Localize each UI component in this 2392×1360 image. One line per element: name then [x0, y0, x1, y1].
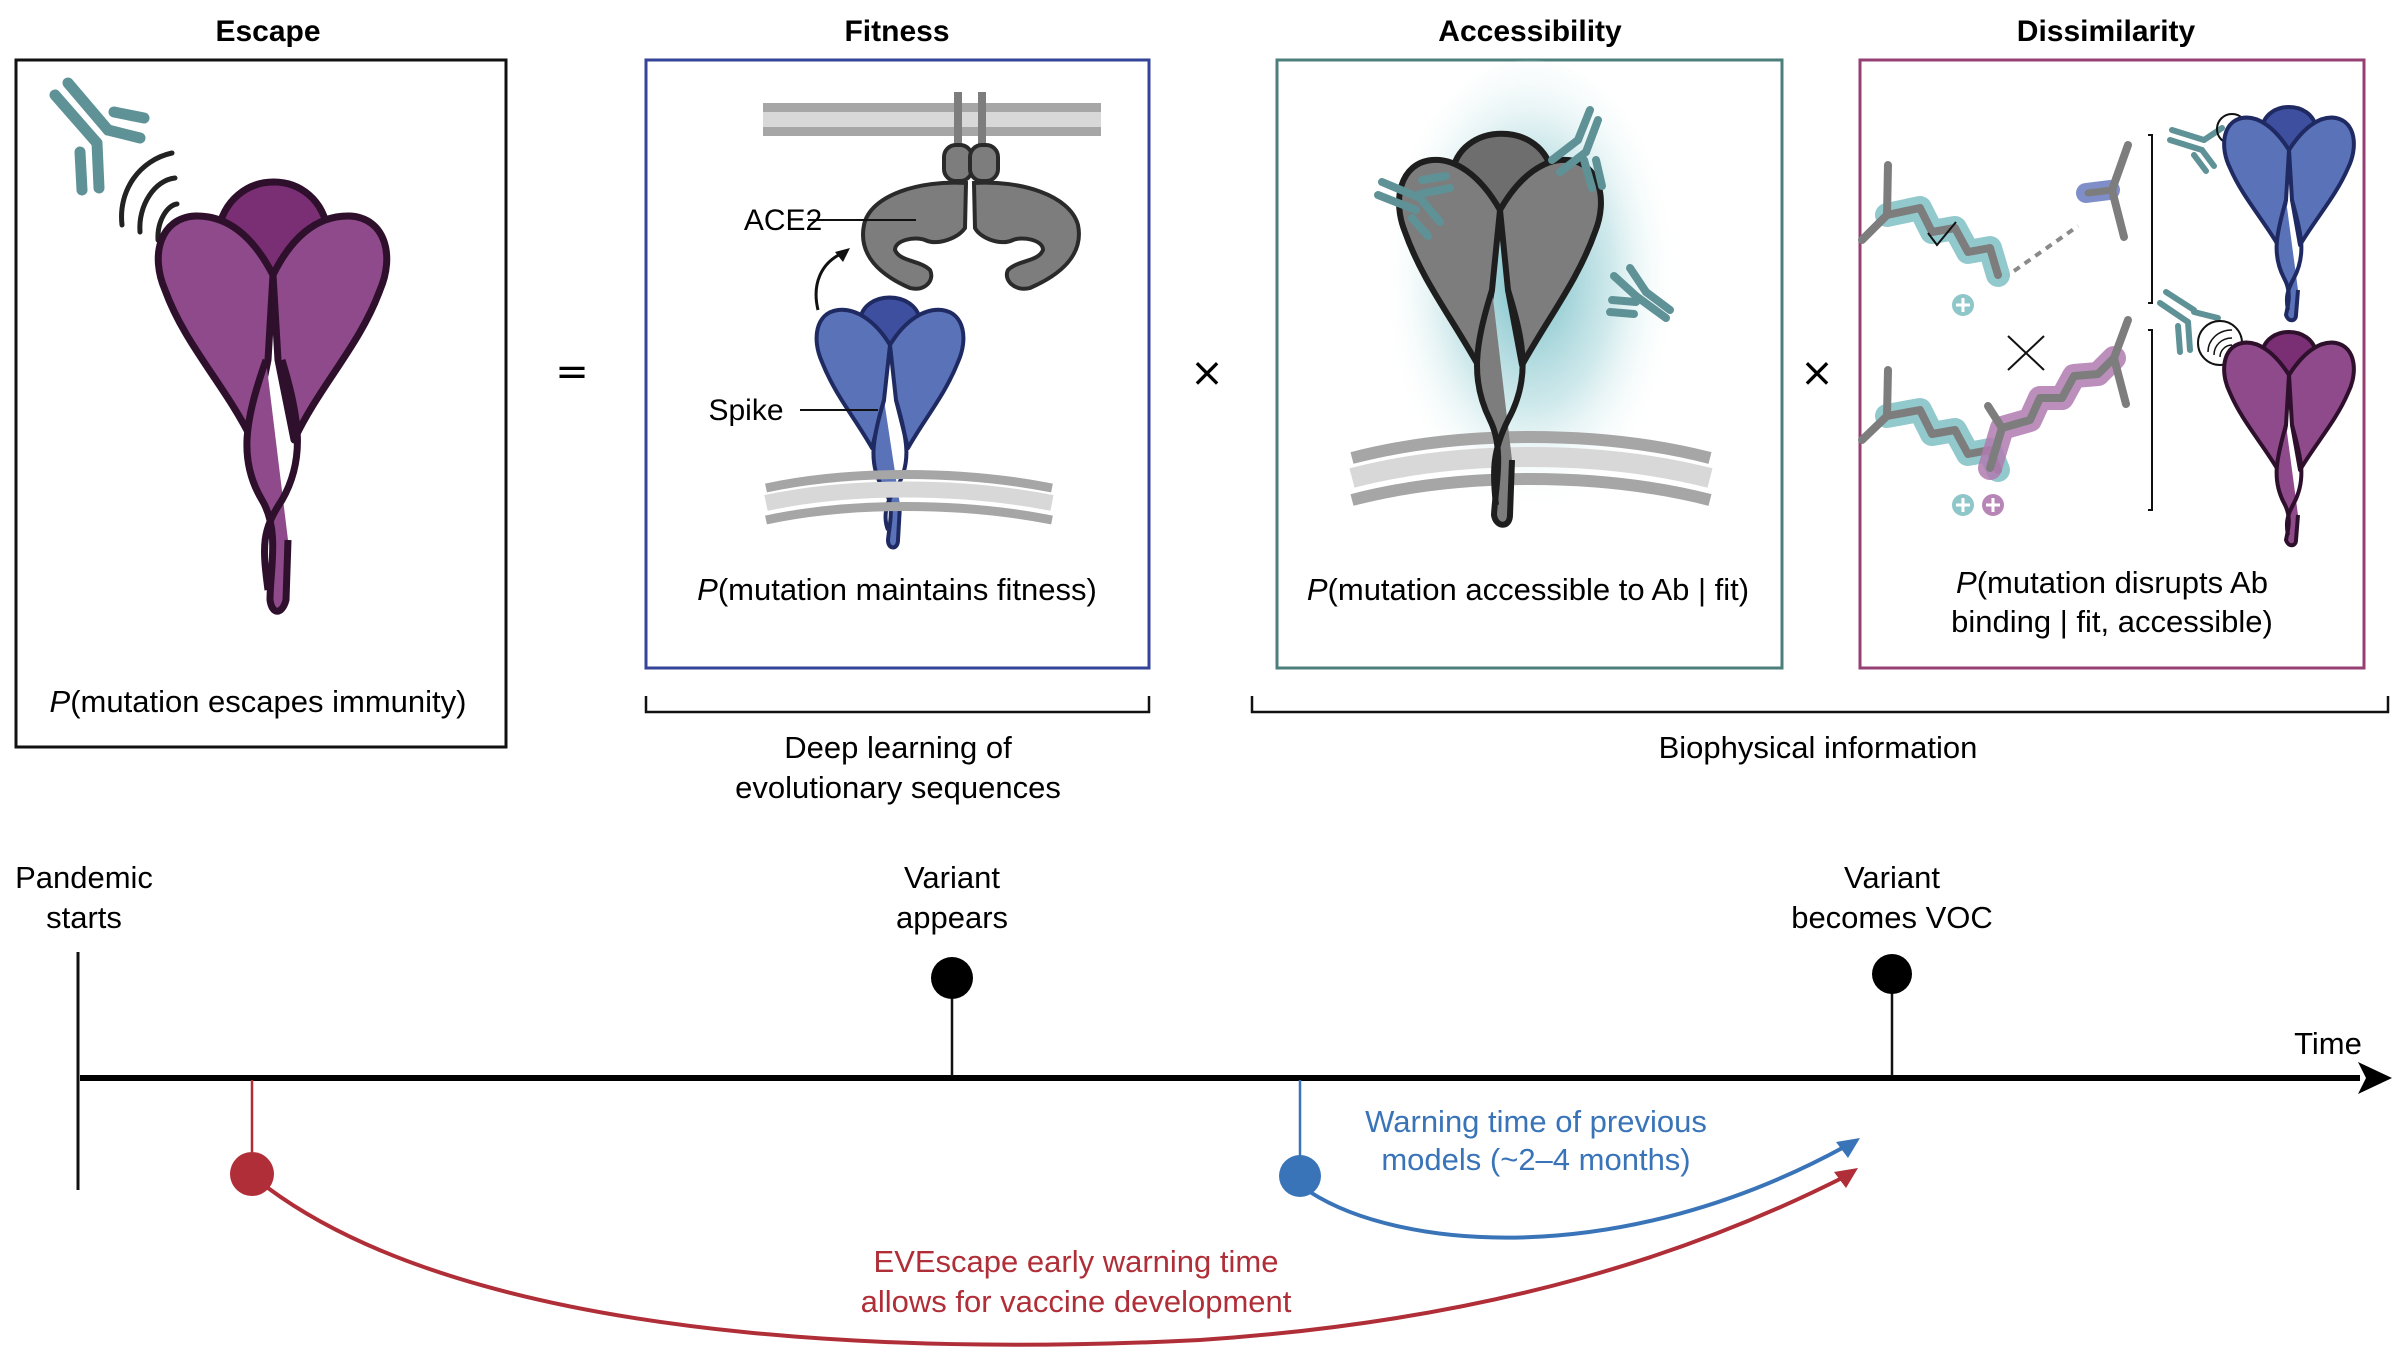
dissimilarity-caption-line1-rest: (mutation disrupts Ab [1977, 565, 2268, 600]
fitness-caption-p: P [697, 572, 718, 607]
evescape-label-line2: allows for vaccine development [861, 1284, 1292, 1319]
fitness-title: Fitness [844, 15, 949, 48]
dissimilarity-antibody-icon-bottom [2157, 289, 2221, 355]
dissimilarity-spike-blue-icon [2222, 105, 2356, 323]
pandemic-label-line2: starts [46, 900, 122, 935]
voc-label-line1: Variant [1844, 860, 1940, 895]
deep-learning-bracket [644, 696, 1151, 714]
spike-label: Spike [708, 394, 783, 427]
voc-label-line2: becomes VOC [1791, 900, 1993, 935]
evescape-arrow [266, 1174, 1847, 1347]
escape-spike-protein-icon [154, 178, 391, 615]
residue-chain-teal-bottom [1858, 366, 2010, 482]
residue-chain-magenta-bottom [1978, 316, 2132, 480]
biophysical-label: Biophysical information [1659, 730, 1978, 765]
ace2-label: ACE2 [744, 204, 822, 237]
binding-arrow-head [835, 248, 850, 262]
ace2-receptor-icon [861, 92, 1081, 291]
check-mark-icon [1927, 221, 1957, 247]
binding-arrow [814, 250, 846, 311]
escape-caption-p: P [50, 684, 71, 719]
accessibility-antibody-icon-2 [1548, 106, 1606, 192]
variant-appears-label-line2: appears [896, 900, 1008, 935]
escape-caption-rest: (mutation escapes immunity) [70, 684, 466, 719]
previous-models-label-line2: models (~2–4 months) [1381, 1142, 1690, 1177]
previous-models-marker [1279, 1155, 1321, 1197]
times-operator-1: × [1190, 350, 1224, 396]
deep-learning-label-line2: evolutionary sequences [735, 770, 1061, 805]
dissimilarity-caption-line2: binding | fit, accessible) [1951, 604, 2273, 639]
dissimilarity-spike-magenta-icon [2222, 330, 2356, 548]
fitness-panel [644, 58, 1151, 670]
residue-epitope-top [2076, 141, 2132, 241]
escape-caption: P(mutation escapes immunity) [50, 684, 467, 719]
evescape-label-line1: EVEscape early warning time [874, 1244, 1279, 1279]
voc-marker [1872, 954, 1912, 994]
equals-operator: = [555, 349, 589, 395]
previous-models-arrowhead [1836, 1138, 1860, 1158]
variant-appears-label-line1: Variant [904, 860, 1000, 895]
accessibility-caption-rest: (mutation accessible to Ab | fit) [1328, 572, 1750, 607]
evescape-arrowhead [1834, 1168, 1858, 1188]
positive-charge-icon-teal-2 [1952, 494, 1974, 516]
host-cell-membrane [763, 103, 1101, 136]
accessibility-membrane [1349, 431, 1713, 506]
time-axis-label: Time [2294, 1026, 2362, 1061]
viral-membrane [764, 470, 1054, 525]
fitness-caption-rest: (mutation maintains fitness) [718, 572, 1097, 607]
times-operator-2: × [1800, 350, 1834, 396]
interaction-dashed-line [2012, 224, 2080, 273]
accessibility-antibody-icon-1 [1374, 172, 1454, 240]
previous-models-arrow [1308, 1144, 1847, 1240]
accessibility-panel [1275, 58, 1784, 670]
residue-chain-teal-top [1858, 161, 2010, 287]
accessibility-title: Accessibility [1438, 15, 1622, 48]
biophysical-bracket [1250, 696, 2390, 714]
escape-title: Escape [215, 15, 320, 48]
accessibility-antibody-icon-3 [1606, 264, 1674, 322]
escape-panel [14, 58, 508, 749]
top-bracket [2148, 134, 2153, 304]
escape-signal-waves-icon [119, 150, 180, 243]
dissimilarity-title: Dissimilarity [2017, 15, 2196, 48]
dissimilarity-antibody-icon-top [2167, 125, 2225, 174]
fitness-caption: P(mutation maintains fitness) [697, 572, 1097, 607]
accessibility-caption: P(mutation accessible to Ab | fit) [1307, 572, 1749, 607]
cross-mark-icon [2007, 335, 2045, 371]
accessibility-caption-p: P [1307, 572, 1328, 607]
positive-charge-icon-teal [1952, 294, 1974, 316]
variant-appears-marker [931, 957, 973, 999]
positive-charge-icon-magenta [1982, 494, 2004, 516]
bottom-bracket [2148, 329, 2153, 511]
pandemic-label-line1: Pandemic [15, 860, 153, 895]
dissimilarity-caption-p: P [1956, 565, 1977, 600]
evescape-marker [230, 1152, 274, 1196]
dissimilarity-panel [1858, 58, 2366, 670]
escape-antibody-icon [49, 77, 150, 196]
deep-learning-label-line1: Deep learning of [784, 730, 1012, 765]
previous-models-label-line1: Warning time of previous [1365, 1104, 1707, 1139]
dissimilarity-caption-line1: P(mutation disrupts Ab [1956, 565, 2268, 600]
time-axis-arrowhead [2358, 1062, 2392, 1094]
